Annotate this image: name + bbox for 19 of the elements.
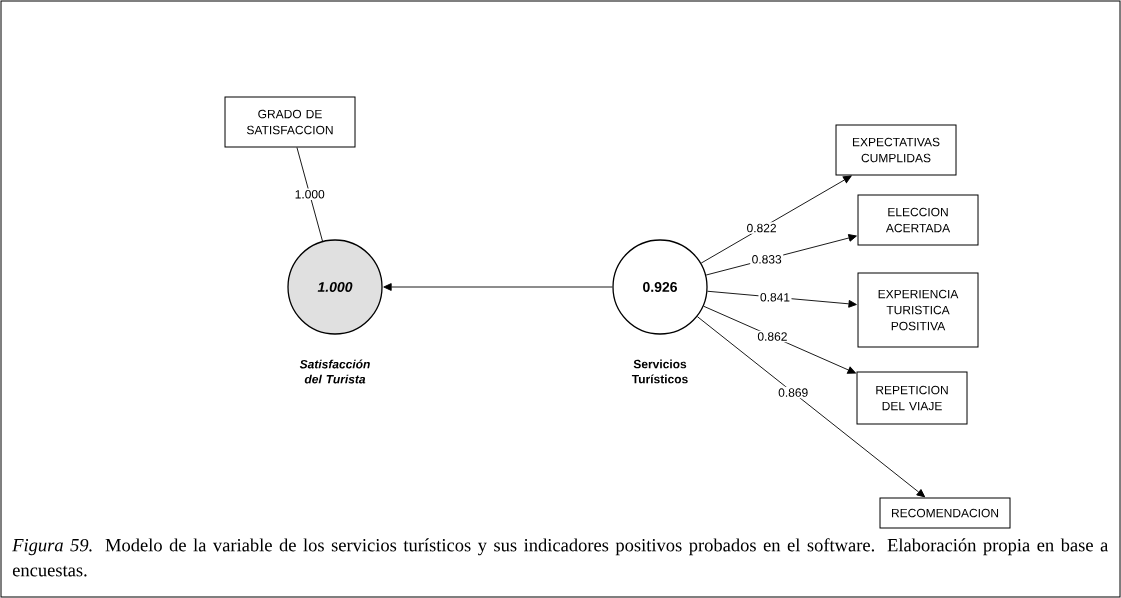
edge-label: 0.862 (755, 330, 789, 343)
variable-name: Satisfacción del Turista (299, 359, 370, 384)
edge-label: 0.822 (745, 222, 779, 234)
indicator-box: RECOMENDACION (879, 497, 1011, 529)
arrow (383, 283, 613, 291)
arrow (696, 316, 926, 498)
edge-label: 1.000 (293, 188, 327, 200)
arrow (700, 175, 852, 264)
indicator-box: EXPECTATIVAS CUMPLIDAS (835, 124, 957, 176)
edge-label: 0.869 (776, 386, 810, 399)
arrow (703, 305, 856, 374)
indicator-box: REPETICION DEL VIAJE (856, 371, 968, 425)
edge-label: 0.841 (758, 291, 792, 303)
figure-caption: Figura 59. Modelo de la variable de los servicios turísticos y sus indicadores positivos probados en el software. Elaboración propia en base a encuestas. (12, 538, 1109, 577)
edge-label: 0.833 (750, 253, 784, 266)
indicator-box: ELECCION ACERTADA (857, 194, 979, 246)
variable-name: Servicios Turísticos (631, 359, 688, 384)
indicator-box: GRADO DE SATISFACCION (224, 96, 356, 148)
indicator-box: EXPERIENCIA TURISTICA POSITIVA (857, 272, 979, 348)
